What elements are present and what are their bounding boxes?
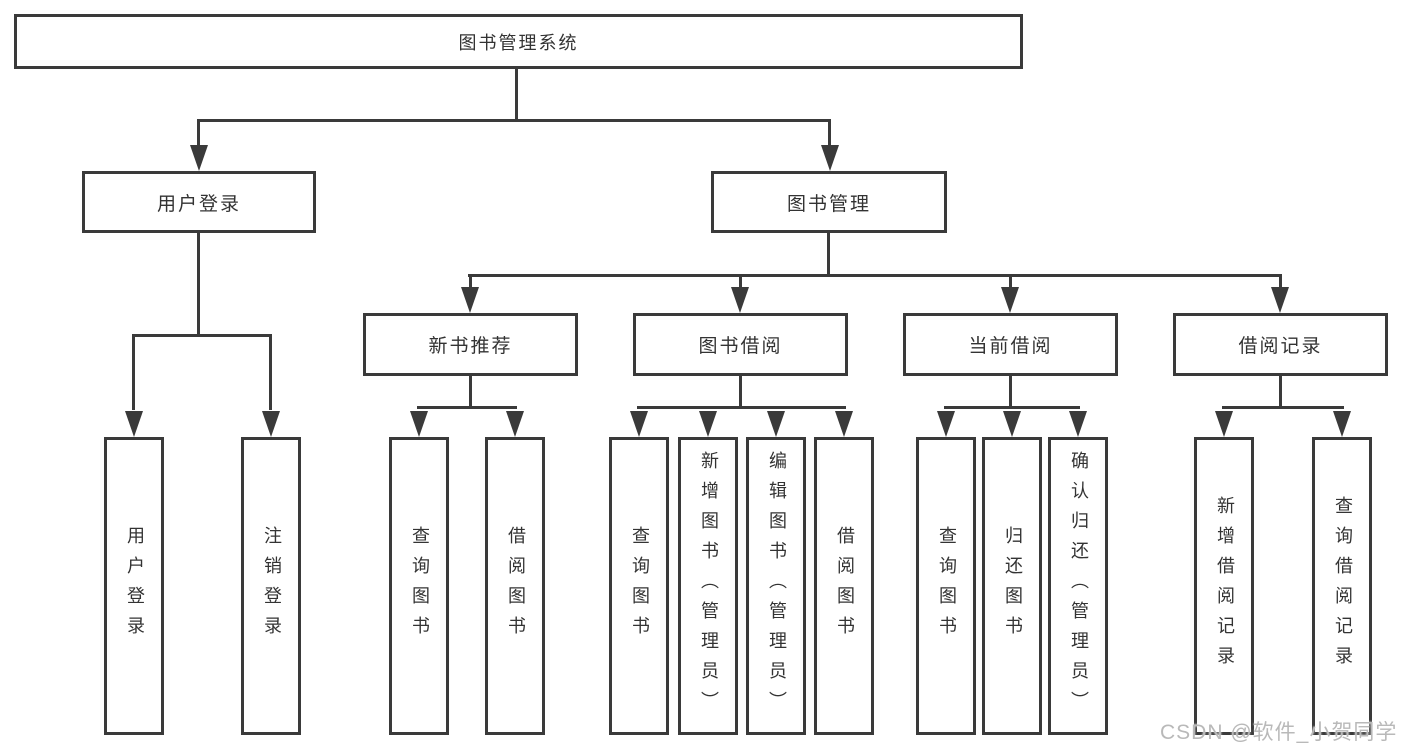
- arrow-down-icon: [461, 287, 479, 313]
- connector-line: [1279, 274, 1282, 290]
- connector-line: [197, 119, 831, 122]
- leaf-query-books-borrow: 查询图书: [609, 437, 669, 735]
- arrow-down-icon: [125, 411, 143, 437]
- arrow-down-icon: [1271, 287, 1289, 313]
- connector-line: [827, 233, 830, 277]
- connector-line: [1222, 406, 1344, 409]
- node-book-management: 图书管理: [711, 171, 947, 233]
- connector-line: [1009, 376, 1012, 409]
- connector-line: [637, 406, 846, 409]
- node-user-login: 用户登录: [82, 171, 316, 233]
- leaf-borrow-books: 借阅图书: [814, 437, 874, 735]
- connector-line: [828, 119, 831, 147]
- csdn-watermark: CSDN @软件_小贺同学: [1160, 721, 1398, 744]
- connector-line: [417, 406, 517, 409]
- connector-line: [197, 119, 200, 147]
- leaf-confirm-return-admin: 确认归还（管理员）: [1048, 437, 1108, 735]
- leaf-borrow-books-recommend: 借阅图书: [485, 437, 545, 735]
- connector-line: [197, 233, 200, 337]
- connector-line: [132, 334, 135, 410]
- arrow-down-icon: [699, 411, 717, 437]
- arrow-down-icon: [190, 145, 208, 171]
- arrow-down-icon: [937, 411, 955, 437]
- leaf-query-borrow-record: 查询借阅记录: [1312, 437, 1372, 735]
- leaf-query-books-recommend: 查询图书: [389, 437, 449, 735]
- leaf-add-books-admin: 新增图书（管理员）: [678, 437, 738, 735]
- node-borrow-records: 借阅记录: [1173, 313, 1388, 376]
- arrow-down-icon: [506, 411, 524, 437]
- arrow-down-icon: [1003, 411, 1021, 437]
- connector-line: [469, 376, 472, 409]
- leaf-return-books: 归还图书: [982, 437, 1042, 735]
- leaf-add-borrow-record: 新增借阅记录: [1194, 437, 1254, 735]
- node-current-borrow: 当前借阅: [903, 313, 1118, 376]
- connector-line: [468, 274, 1281, 277]
- arrow-down-icon: [630, 411, 648, 437]
- arrow-down-icon: [731, 287, 749, 313]
- arrow-down-icon: [767, 411, 785, 437]
- connector-line: [739, 274, 742, 290]
- connector-line: [1279, 376, 1282, 409]
- arrow-down-icon: [410, 411, 428, 437]
- connector-line: [132, 334, 272, 337]
- node-book-borrow: 图书借阅: [633, 313, 848, 376]
- connector-line: [1009, 274, 1012, 290]
- arrow-down-icon: [835, 411, 853, 437]
- arrow-down-icon: [1215, 411, 1233, 437]
- connector-line: [515, 69, 518, 121]
- arrow-down-icon: [821, 145, 839, 171]
- connector-line: [469, 274, 472, 290]
- leaf-logout: 注销登录: [241, 437, 301, 735]
- leaf-edit-books-admin: 编辑图书（管理员）: [746, 437, 806, 735]
- leaf-user-login: 用户登录: [104, 437, 164, 735]
- arrow-down-icon: [262, 411, 280, 437]
- connector-line: [944, 406, 1080, 409]
- connector-line: [739, 376, 742, 409]
- node-new-book-recommend: 新书推荐: [363, 313, 578, 376]
- arrow-down-icon: [1001, 287, 1019, 313]
- node-system-root: 图书管理系统: [14, 14, 1023, 69]
- arrow-down-icon: [1069, 411, 1087, 437]
- connector-line: [269, 334, 272, 410]
- leaf-query-books-current: 查询图书: [916, 437, 976, 735]
- arrow-down-icon: [1333, 411, 1351, 437]
